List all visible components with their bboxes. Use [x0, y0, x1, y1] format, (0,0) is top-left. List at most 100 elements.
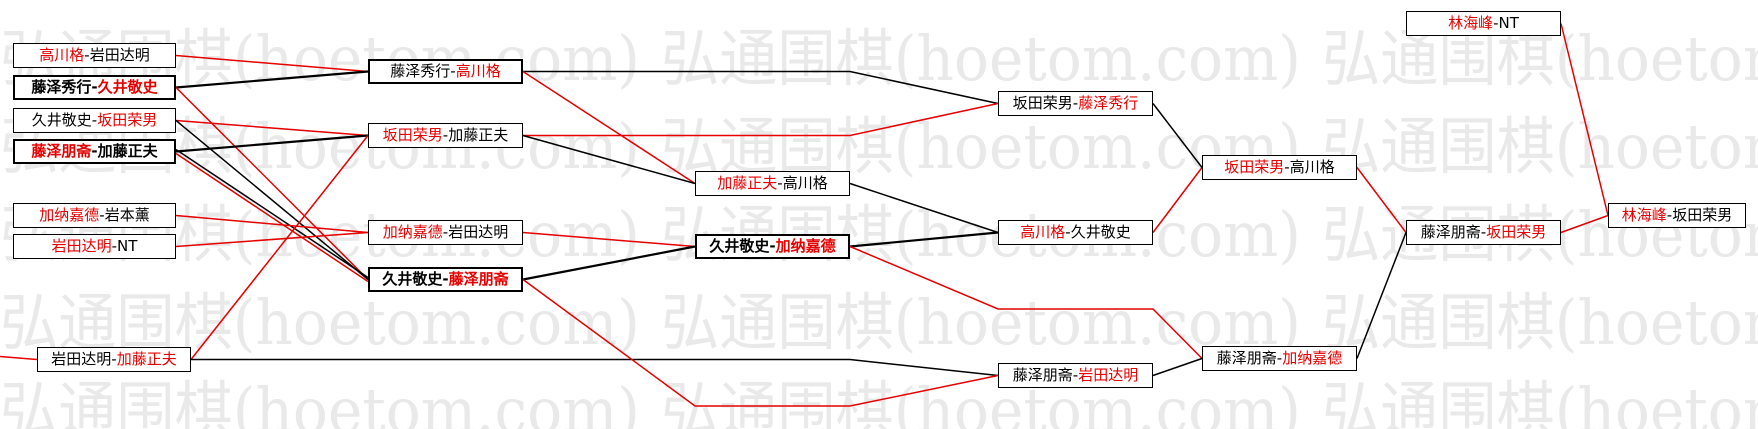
separator: -: [84, 46, 90, 64]
match-box: 高川格-久井敬史: [998, 220, 1153, 245]
connector-line: [849, 182, 999, 234]
separator: -: [1666, 206, 1673, 224]
connector-line: [1560, 23, 1609, 216]
player-left: 岩田达明: [51, 350, 112, 368]
player-right: 加纳嘉德: [775, 237, 836, 255]
watermark-text: 弘通围棋(hoetom.com): [1322, 110, 1758, 183]
player-right: 久井敬史: [1070, 223, 1131, 241]
player-right: 坂田荣男: [1486, 223, 1547, 241]
connector-line: [175, 134, 369, 153]
watermark-text: 弘通围棋(hoetom.com): [661, 110, 1301, 183]
match-box: 坂田荣男-加藤正夫: [368, 123, 523, 148]
separator: -: [1493, 14, 1499, 32]
match-box: 藤泽秀行-久井敬史: [13, 75, 176, 100]
player-left: 久井敬史: [382, 270, 443, 288]
player-left: 藤泽秀行: [390, 62, 451, 80]
match-box: 藤泽朋斋-坂田荣男: [1406, 220, 1561, 245]
player-right: 加藤正夫: [97, 142, 158, 160]
player-right: 藤泽秀行: [1078, 94, 1139, 112]
match-box: 坂田荣男-高川格: [1202, 155, 1357, 180]
player-left: 加藤正夫: [717, 174, 778, 192]
match-box: 加纳嘉德-岩田达明: [368, 220, 523, 245]
player-right: 高川格: [1289, 158, 1335, 176]
match-box: 藤泽朋斋-加纳嘉德: [1202, 346, 1357, 371]
player-left: 加纳嘉德: [39, 206, 100, 224]
connector-line: [522, 231, 696, 248]
connector-line: [1152, 357, 1203, 377]
connector-line: [175, 119, 369, 137]
player-left: 坂田荣男: [1224, 158, 1285, 176]
player-right: 加藤正夫: [448, 126, 509, 144]
player-left: 岩田达明: [51, 237, 112, 255]
player-right: 岩田达明: [448, 223, 509, 241]
match-box: 坂田荣男-藤泽秀行: [998, 91, 1153, 116]
separator: -: [91, 111, 98, 129]
connector-line: [1356, 232, 1407, 359]
connector-line: [190, 135, 369, 360]
connector-line: [1152, 103, 1203, 168]
player-right: 藤泽朋斋: [448, 270, 509, 288]
player-right: NT: [117, 237, 138, 255]
player-left: 久井敬史: [709, 237, 770, 255]
separator: -: [1065, 223, 1071, 241]
player-left: 高川格: [39, 46, 85, 64]
separator: -: [769, 237, 776, 255]
connector-line: [849, 245, 1203, 360]
connector-line: [1356, 167, 1407, 233]
connector-line: [522, 245, 696, 281]
separator: -: [1276, 349, 1283, 367]
final-match-box: 林海峰-坂田荣男: [1608, 203, 1746, 228]
separator: -: [442, 126, 449, 144]
separator: -: [450, 62, 456, 80]
watermark-text: 弘通围棋(hoetom.com): [0, 374, 640, 429]
connector-line: [175, 86, 369, 281]
separator: -: [1072, 94, 1079, 112]
separator: -: [111, 237, 118, 255]
player-left: 藤泽朋斋: [1012, 366, 1073, 384]
player-left: 藤泽朋斋: [31, 142, 92, 160]
separator: -: [91, 78, 98, 96]
connector-line: [175, 214, 369, 234]
watermark-text: 弘通围棋(hoetom.com): [661, 374, 1301, 429]
connector-line: [522, 278, 999, 407]
player-left: 久井敬史: [31, 111, 92, 129]
watermark-text: 弘通围棋(hoetom.com): [1322, 374, 1758, 429]
player-right: 久井敬史: [97, 78, 158, 96]
match-box: 高川格-岩田达明: [13, 43, 176, 68]
connector-line: [0, 355, 38, 361]
player-right: 加纳嘉德: [1282, 349, 1343, 367]
watermark-text: 弘通围棋(hoetom.com): [0, 286, 640, 359]
separator: -: [1072, 366, 1079, 384]
player-left: 坂田荣男: [382, 126, 443, 144]
separator: -: [1284, 158, 1290, 176]
match-box: 久井敬史-藤泽朋斋: [368, 267, 523, 292]
connector-line: [175, 148, 369, 279]
player-right: 岩本薰: [104, 206, 150, 224]
separator: -: [442, 270, 449, 288]
player-right: 坂田荣男: [1672, 206, 1733, 224]
match-box: 藤泽朋斋-加藤正夫: [13, 139, 176, 164]
connector-line: [175, 231, 369, 248]
player-right: 高川格: [455, 62, 501, 80]
match-box: 岩田达明-NT: [13, 234, 176, 259]
player-left: 林海峰: [1448, 14, 1494, 32]
watermark-text: 弘通围棋(hoetom.com): [1322, 286, 1758, 359]
player-left: 藤泽朋斋: [1216, 349, 1277, 367]
player-right: NT: [1498, 14, 1519, 32]
connector-line: [175, 152, 369, 283]
player-right: 加藤正夫: [116, 350, 177, 368]
player-left: 藤泽朋斋: [1420, 223, 1481, 241]
connector-line: [522, 134, 696, 185]
connector-line: [175, 70, 369, 89]
separator: -: [442, 223, 449, 241]
separator: -: [777, 174, 783, 192]
connector-line: [191, 358, 999, 377]
connector-line: [1152, 167, 1203, 233]
match-box: 加纳嘉德-岩本薰: [13, 203, 176, 228]
connector-line: [523, 102, 999, 137]
match-box: 久井敬史-加纳嘉德: [695, 234, 850, 259]
match-box: 藤泽朋斋-岩田达明: [998, 363, 1153, 388]
player-left: 高川格: [1020, 223, 1066, 241]
player-left: 林海峰: [1621, 206, 1667, 224]
